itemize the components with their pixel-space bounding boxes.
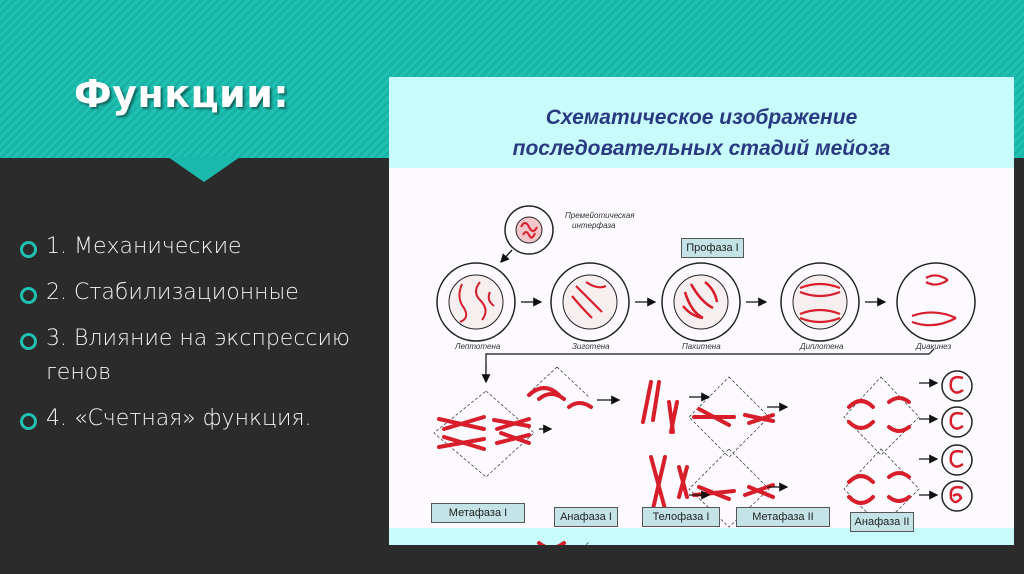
svg-text:Диакинез: Диакинез bbox=[915, 342, 952, 351]
premeiotic-cell-icon bbox=[504, 205, 554, 255]
bullet-item: 2. Стабилизационные bbox=[20, 276, 380, 310]
figure-bottom-band bbox=[389, 528, 1014, 545]
chromosomes bbox=[437, 380, 911, 545]
svg-text:Пахитена: Пахитена bbox=[682, 342, 721, 351]
bullet-circle-icon bbox=[20, 287, 37, 304]
bullet-item: 4. «Счетная» функция. bbox=[20, 402, 380, 436]
prophase-cells bbox=[436, 262, 976, 342]
anaphase-2-label: Анафаза II bbox=[850, 512, 914, 532]
prophase-1-label: Профаза I bbox=[681, 238, 744, 258]
bullet-list: 1. Механические 2. Стабилизационные 3. В… bbox=[20, 230, 380, 448]
svg-text:интерфаза: интерфаза bbox=[572, 221, 616, 230]
figure-title-band bbox=[389, 77, 1014, 168]
meiosis-figure: Схематическое изображение последовательн… bbox=[389, 77, 1014, 545]
metaphase-1-label: Метафаза I bbox=[431, 503, 525, 523]
metaphase-2-label: Метафаза II bbox=[736, 507, 830, 527]
bullet-item: 3. Влияние на экспрессию генов bbox=[20, 322, 380, 390]
svg-text:Диплотена: Диплотена bbox=[799, 342, 844, 351]
meiosis-diagram: Премейотическая интерфаза bbox=[433, 205, 976, 545]
telophase-1-label: Телофаза I bbox=[642, 507, 720, 527]
gamete-cells-icon bbox=[941, 370, 973, 512]
header-notch bbox=[168, 157, 240, 182]
bullet-item: 1. Механические bbox=[20, 230, 380, 264]
svg-text:Лептотена: Лептотена bbox=[454, 342, 501, 351]
svg-text:Премейотическая: Премейотическая bbox=[565, 211, 635, 220]
bullet-circle-icon bbox=[20, 241, 37, 258]
figure-title: Схематическое изображение последовательн… bbox=[512, 106, 891, 160]
anaphase-1-label: Анафаза I bbox=[554, 507, 618, 527]
bullet-circle-icon bbox=[20, 413, 37, 430]
svg-text:Зиготена: Зиготена bbox=[572, 342, 610, 351]
bullet-circle-icon bbox=[20, 333, 37, 350]
slide-title: Функции: bbox=[74, 72, 290, 116]
